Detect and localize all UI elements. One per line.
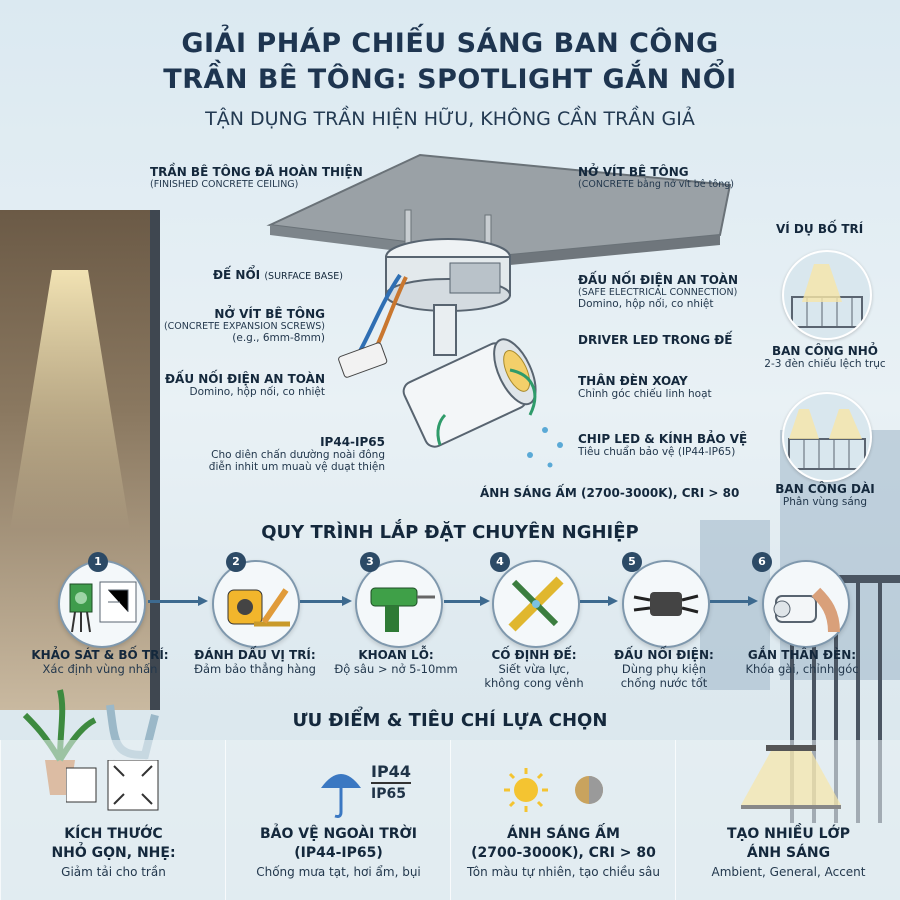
label-light: ÁNH SÁNG ẤM (2700-3000K), CRI > 80 [480,486,740,500]
building-right-2 [700,520,770,690]
warm-light-icon [504,768,603,812]
spotlight-diagram [266,153,732,468]
step-2-icon [212,560,300,648]
label-connection-right: ĐẤU NỐI ĐIỆN AN TOÀN(SAFE ELECTRICAL CON… [578,273,738,310]
advantage-outdoor: IP44 IP65 BẢO VỆ NGOÀI TRỜI(IP44-IP65)Ch… [225,740,451,900]
step-4-number: 4 [490,552,510,572]
step-arrow-2 [300,596,352,606]
umbrella-rain-icon [321,774,361,818]
label-anchor-top: NỞ VÍT BÊ TÔNG(CONCRETE bằng nở vít bê t… [578,165,734,190]
step-2-text: ĐÁNH DẤU VỊ TRÍ:Đảm bảo thẳng hàng [194,648,316,676]
step-6-icon [762,560,850,648]
step-6-text: GẮN THÂN ĐÈN:Khóa gài, chỉnh góc [745,648,859,676]
examples-title: VÍ DỤ BỐ TRÍ [776,222,864,236]
label-ceiling: TRẦN BÊ TÔNG ĐÃ HOÀN THIỆN(FINISHED CONC… [150,165,363,190]
lamp-body [402,338,537,448]
page-title-line2: TRẦN BÊ TÔNG: SPOTLIGHT GẮN NỔI [163,64,737,95]
label-base: ĐẾ NỔI (SURFACE BASE) [213,268,343,282]
step-4-text: CỐ ĐỊNH ĐẾ:Siết vừa lực,không cong vênh [484,648,584,690]
light-layers-icon [741,745,841,809]
step-5-number: 5 [622,552,642,572]
step-3-number: 3 [360,552,380,572]
example-long-balcony-image [782,392,872,482]
step-arrow-4 [580,596,618,606]
step-2-number: 2 [226,552,246,572]
step-arrow-1 [148,596,208,606]
step-arrow-5 [710,596,758,606]
step-3-text: KHOAN LỖ:Độ sâu > nở 5-10mm [334,648,458,676]
step-1-text: KHẢO SÁT & BỐ TRÍ:Xác định vùng nhấn [31,648,169,676]
compact-size-icon [66,760,159,811]
step-arrow-3 [444,596,490,606]
step-1-number: 1 [88,552,108,572]
ip44-label: IP44 [371,762,411,781]
page-subtitle: TẬN DỤNG TRẦN HIỆN HỮU, KHÔNG CẦN TRẦN G… [205,108,695,130]
page-title-line1: GIẢI PHÁP CHIẾU SÁNG BAN CÔNG [181,28,719,59]
ip65-label: IP65 [371,786,406,802]
advantages-title: ƯU ĐIỂM & TIÊU CHÍ LỰA CHỌN [292,710,608,731]
step-6-number: 6 [752,552,772,572]
step-3-icon [355,560,443,648]
step-5-icon [622,560,710,648]
advantage-outdoor-text: BẢO VỆ NGOÀI TRỜI(IP44-IP65)Chống mưa tạ… [256,826,421,879]
step-4-icon [492,560,580,648]
step-1-icon [58,560,146,648]
label-anchor-left: NỞ VÍT BÊ TÔNG(CONCRETE EXPANSION SCREWS… [163,307,325,344]
process-title: QUY TRÌNH LẮP ĐẶT CHUYÊN NGHIỆP [261,522,639,543]
wire-connector [338,342,388,378]
led-driver [449,262,501,294]
example-small-balcony-image [782,250,872,340]
label-driver: DRIVER LED TRONG ĐẾ [578,333,733,347]
